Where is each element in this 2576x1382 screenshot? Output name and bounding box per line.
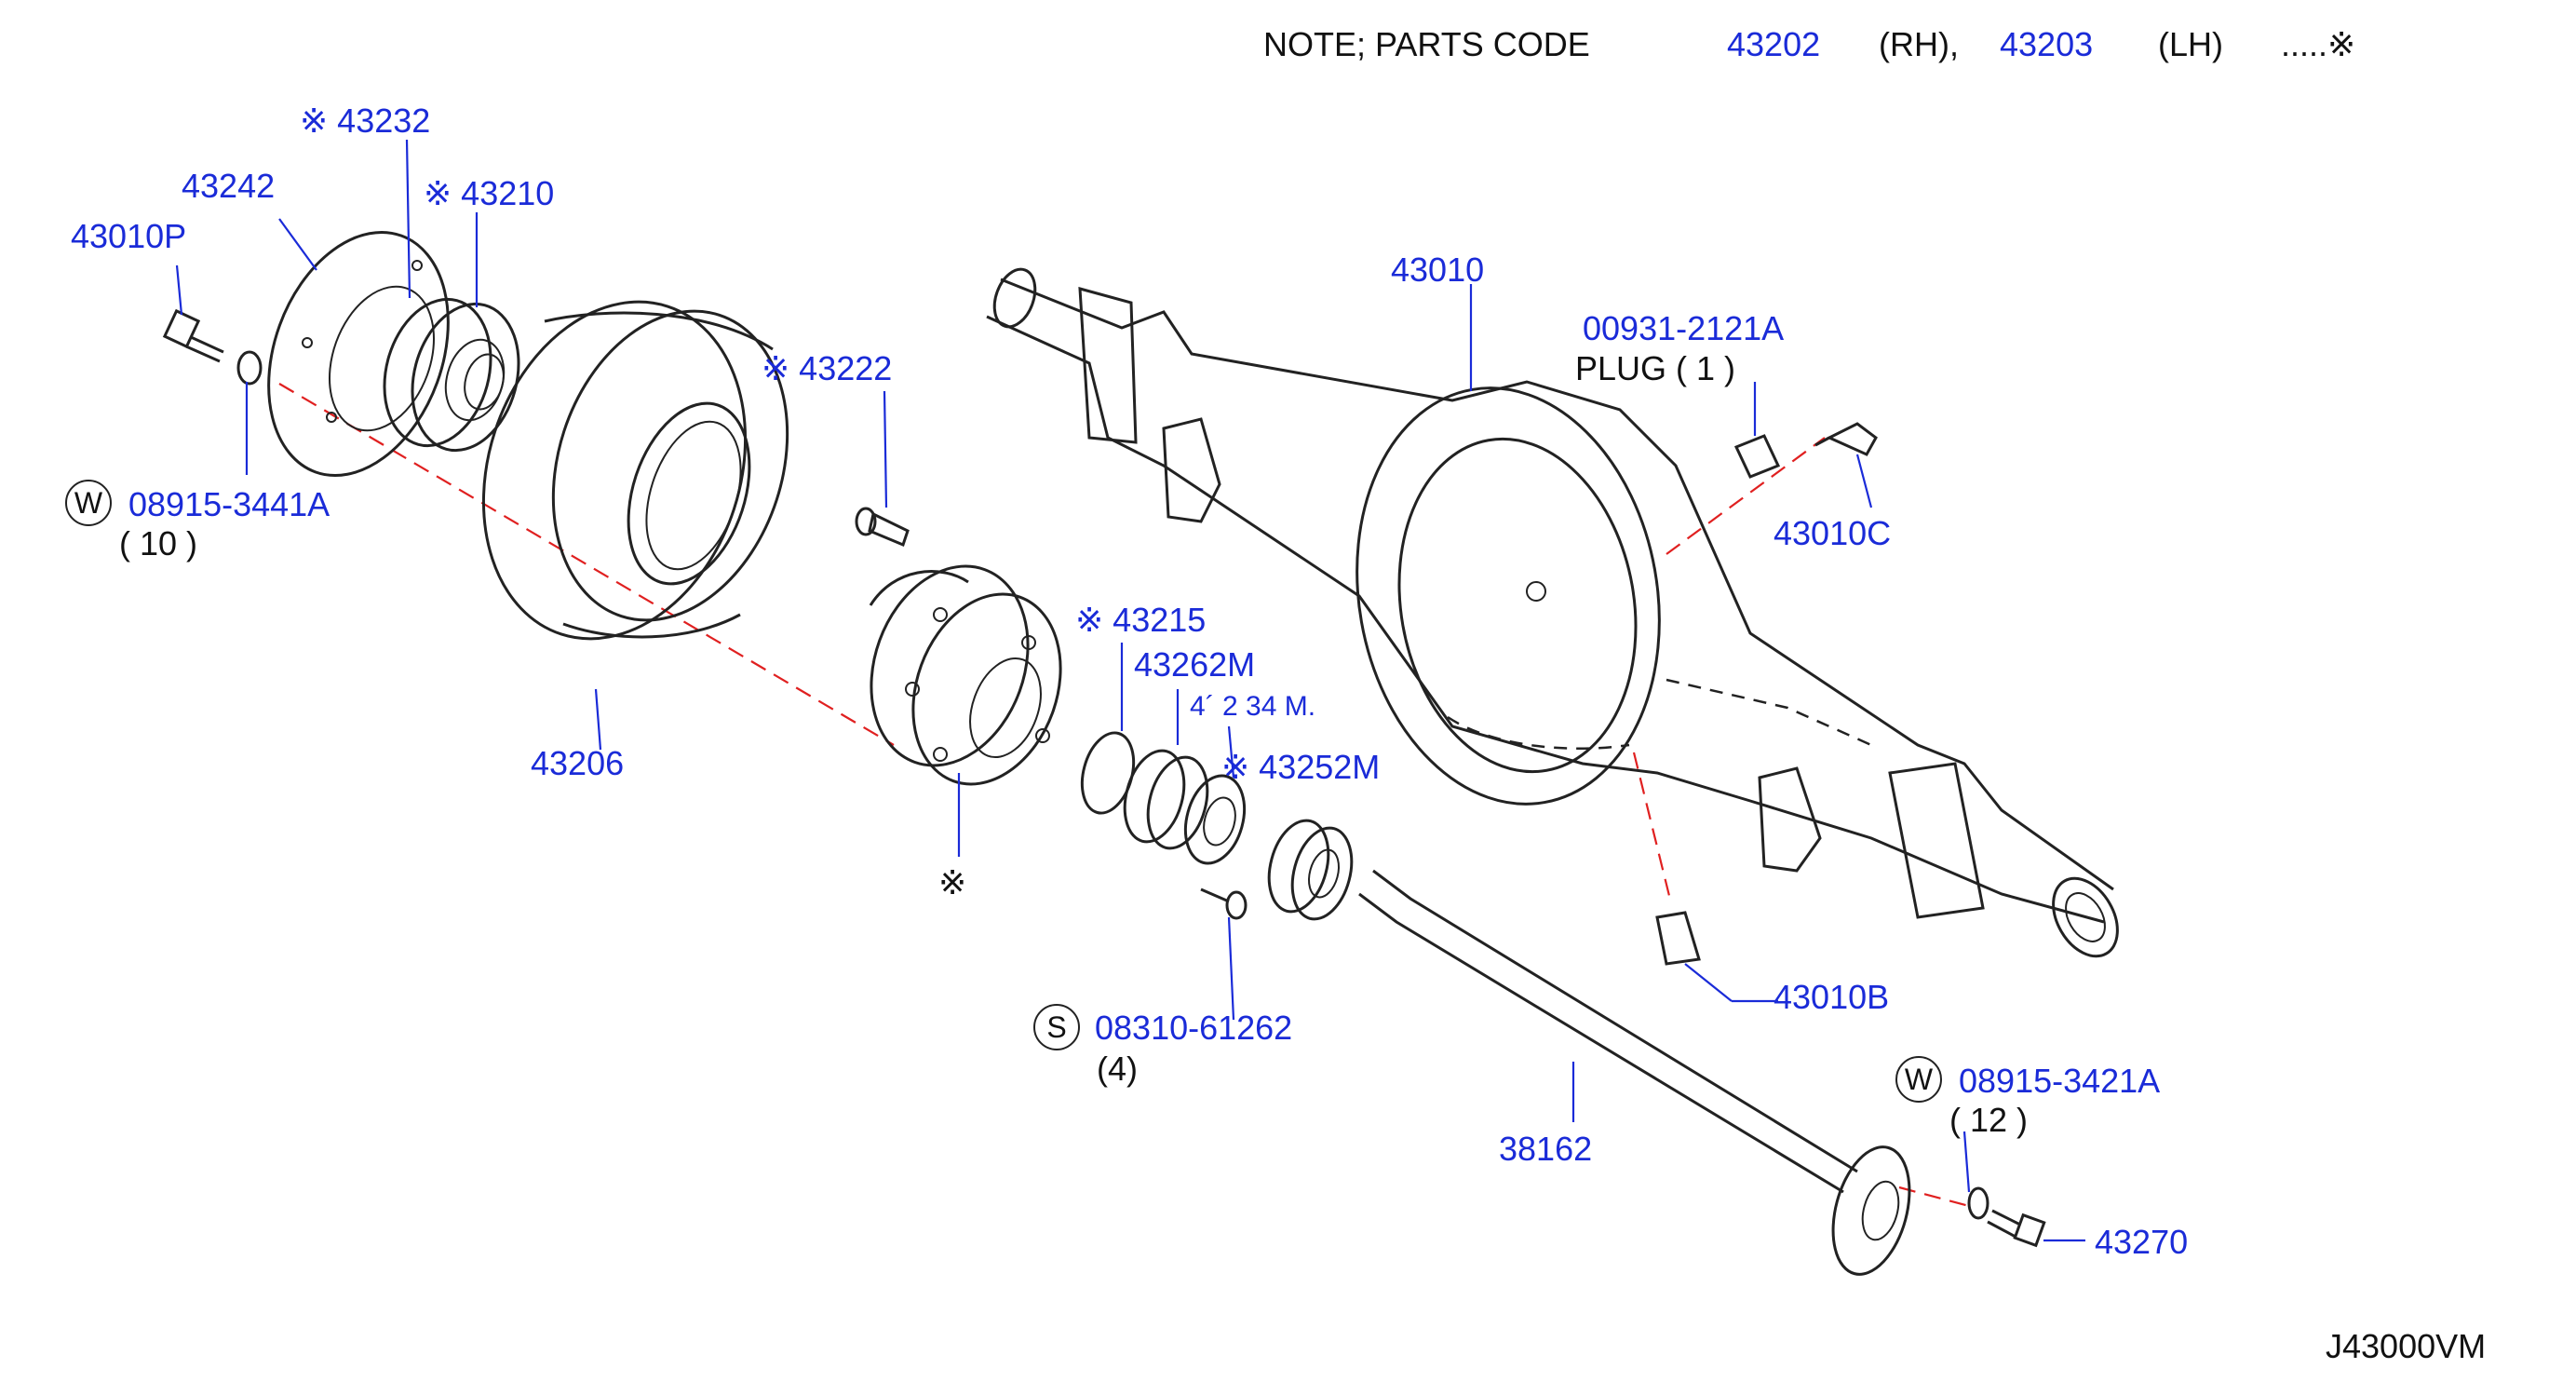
bearing-43262m — [1123, 749, 1209, 850]
label-00931-2121a[interactable]: 00931-2121A — [1583, 309, 1785, 347]
bolt-43010p — [162, 308, 224, 363]
label-43215[interactable]: ※ 43215 — [1075, 601, 1207, 639]
rh-side: (RH), — [1879, 25, 1959, 63]
hub-bolt-43222 — [855, 507, 910, 548]
label-43242[interactable]: 43242 — [182, 167, 276, 205]
label-43232[interactable]: ※ 43232 — [300, 102, 431, 140]
axle-shaft-38162 — [1358, 869, 1911, 1276]
label-qty-12: ( 12 ) — [1949, 1101, 2029, 1139]
label-43010[interactable]: 43010 — [1391, 251, 1485, 289]
screw-08310 — [1200, 887, 1248, 920]
label-plug: PLUG ( 1 ) — [1575, 349, 1736, 387]
plug-00931 — [1733, 434, 1781, 479]
label-43234m-partial[interactable]: 4´ 2 34 M. — [1190, 691, 1316, 722]
retainer-43242 — [267, 230, 450, 478]
label-43010b[interactable]: 43010B — [1774, 978, 1890, 1016]
rh-code[interactable]: 43202 — [1727, 25, 1821, 63]
label-43252m[interactable]: ※ 43252M — [1221, 748, 1381, 786]
axle-housing-43010 — [986, 267, 2119, 958]
shaft-bearing — [1267, 819, 1354, 921]
oil-seal-43215 — [1080, 731, 1136, 815]
label-43206[interactable]: 43206 — [531, 744, 625, 782]
washer-symbol-w: W — [65, 480, 112, 526]
bearing-43210 — [383, 297, 520, 453]
label-43270[interactable]: 43270 — [2095, 1223, 2189, 1261]
breather-43010c — [1814, 422, 1878, 456]
label-08915-3441a[interactable]: 08915-3441A — [128, 485, 330, 523]
label-43010c[interactable]: 43010C — [1774, 514, 1892, 552]
lock-nut-43252m — [1183, 774, 1247, 865]
screw-symbol-s: S — [1033, 1004, 1080, 1050]
label-08915-3421a[interactable]: 08915-3421A — [1959, 1062, 2161, 1100]
diagram-code: J43000VM — [2326, 1327, 2487, 1365]
label-qty-10: ( 10 ) — [119, 524, 198, 562]
washer-symbol-w2: W — [1895, 1056, 1942, 1103]
lh-code[interactable]: 43203 — [2000, 25, 2094, 63]
label-43010p[interactable]: 43010P — [71, 217, 187, 255]
drain-plug-43010b — [1655, 911, 1701, 966]
label-43210[interactable]: ※ 43210 — [424, 174, 555, 212]
label-43262m[interactable]: 43262M — [1134, 645, 1256, 684]
label-43222[interactable]: ※ 43222 — [762, 349, 893, 387]
note-suffix: .....※ — [2281, 25, 2356, 63]
note-text: NOTE; PARTS CODE — [1263, 25, 1590, 63]
wheel-hub — [869, 564, 1062, 786]
bolt-43270 — [1987, 1209, 2046, 1248]
leader-lines — [175, 139, 2085, 1242]
label-08310-61262[interactable]: 08310-61262 — [1095, 1009, 1293, 1047]
label-qty-4: (4) — [1097, 1050, 1138, 1088]
lh-side: (LH) — [2158, 25, 2223, 63]
lock-washer-right — [1967, 1186, 1989, 1220]
asterisk-mark: ※ — [938, 863, 967, 901]
brake-drum-43206 — [481, 300, 789, 641]
label-38162[interactable]: 38162 — [1499, 1130, 1593, 1168]
lock-washer-left — [236, 350, 263, 386]
plug-axis-line — [1666, 437, 1826, 555]
left-axis-line — [278, 383, 895, 746]
